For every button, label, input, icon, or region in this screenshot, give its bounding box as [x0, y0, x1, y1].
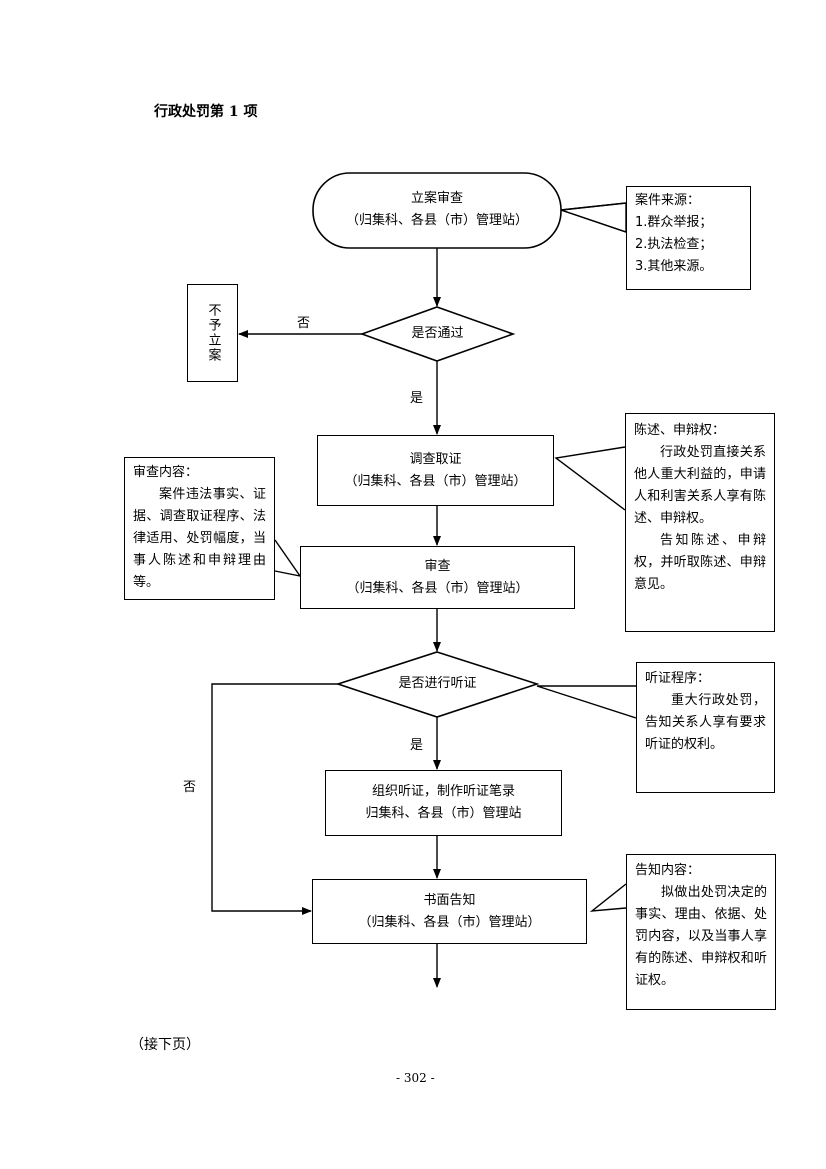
hearing-node-title: 组织听证，制作听证笔录: [371, 784, 515, 799]
note-notify-content-heading: 告知内容：: [635, 863, 701, 878]
hearing-node-dept: 归集科、各县（市）管理站: [365, 806, 522, 821]
note-case-source-item: 2.执法检查；: [635, 237, 713, 252]
note-review-content-body: 案件违法事实、证据、调查取证程序、法律适用、处罚幅度，当事人陈述和申辩理由等。: [133, 487, 266, 590]
hearing-node: 组织听证，制作听证笔录 归集科、各县（市）管理站: [325, 770, 562, 836]
edge-label-yes-2: 是: [410, 738, 424, 753]
note-case-source-item: 3.其他来源。: [635, 259, 713, 274]
note-case-source: 案件来源： 1.群众举报； 2.执法检查； 3.其他来源。: [626, 186, 751, 290]
start-node-dept: （归集科、各县（市）管理站）: [345, 213, 528, 228]
note-review-content: 审查内容： 案件违法事实、证据、调查取证程序、法律适用、处罚幅度，当事人陈述和申…: [124, 457, 275, 600]
investigate-node-title: 调查取证: [409, 451, 462, 467]
continue-label: （接下页）: [130, 1037, 200, 1053]
notify-node-dept: （归集科、各县（市）管理站）: [358, 914, 541, 930]
note-case-source-heading: 案件来源：: [635, 193, 701, 208]
edge-label-no-left: 否: [183, 780, 197, 795]
review-node-dept: （归集科、各县（市）管理站）: [346, 580, 529, 596]
investigate-node-dept: （归集科、各县（市）管理站）: [344, 473, 527, 489]
note-case-source-item: 1.群众举报；: [635, 215, 713, 230]
note-hearing-procedure-body: 重大行政处罚，告知关系人享有要求听证的权利。: [645, 693, 766, 752]
edge-label-no-top: 否: [297, 316, 311, 331]
note-notify-content-body: 拟做出处罚决定的事实、理由、依据、处罚内容，以及当事人享有的陈述、申辩权和听证权…: [635, 885, 767, 988]
note-statement-right: 陈述、申辩权： 行政处罚直接关系他人重大利益的，申请人和利害关系人享有陈述、申辩…: [625, 413, 775, 632]
note-review-content-heading: 审查内容：: [133, 465, 199, 480]
reject-node: 不予立案: [187, 284, 238, 382]
notify-node-title: 书面告知: [423, 892, 476, 908]
note-notify-content: 告知内容： 拟做出处罚决定的事实、理由、依据、处罚内容，以及当事人享有的陈述、申…: [626, 854, 776, 1010]
decision-hearing-label: 是否进行听证: [398, 676, 477, 691]
notify-node: 书面告知 （归集科、各县（市）管理站）: [312, 879, 587, 944]
edge-label-yes-1: 是: [410, 391, 424, 406]
page-number: - 302 -: [396, 1071, 435, 1085]
note-statement-heading: 陈述、申辩权：: [634, 423, 726, 438]
decision-pass-label: 是否通过: [411, 326, 464, 341]
note-statement-p2: 告知陈述、申辩权，并听取陈述、申辩意见。: [634, 533, 766, 592]
note-hearing-procedure: 听证程序： 重大行政处罚，告知关系人享有要求听证的权利。: [636, 662, 775, 793]
start-node: 立案审查 （归集科、各县（市）管理站）: [313, 188, 561, 232]
start-node-title: 立案审查: [410, 191, 463, 206]
investigate-node: 调查取证 （归集科、各县（市）管理站）: [317, 435, 554, 506]
reject-node-label: 不予立案: [205, 303, 221, 363]
note-hearing-procedure-heading: 听证程序：: [645, 671, 711, 686]
review-node-title: 审查: [424, 558, 451, 574]
review-node: 审查 （归集科、各县（市）管理站）: [300, 546, 575, 609]
note-statement-p1: 行政处罚直接关系他人重大利益的，申请人和利害关系人享有陈述、申辩权。: [634, 445, 766, 526]
page-title: 行政处罚第 1 项: [154, 104, 258, 120]
